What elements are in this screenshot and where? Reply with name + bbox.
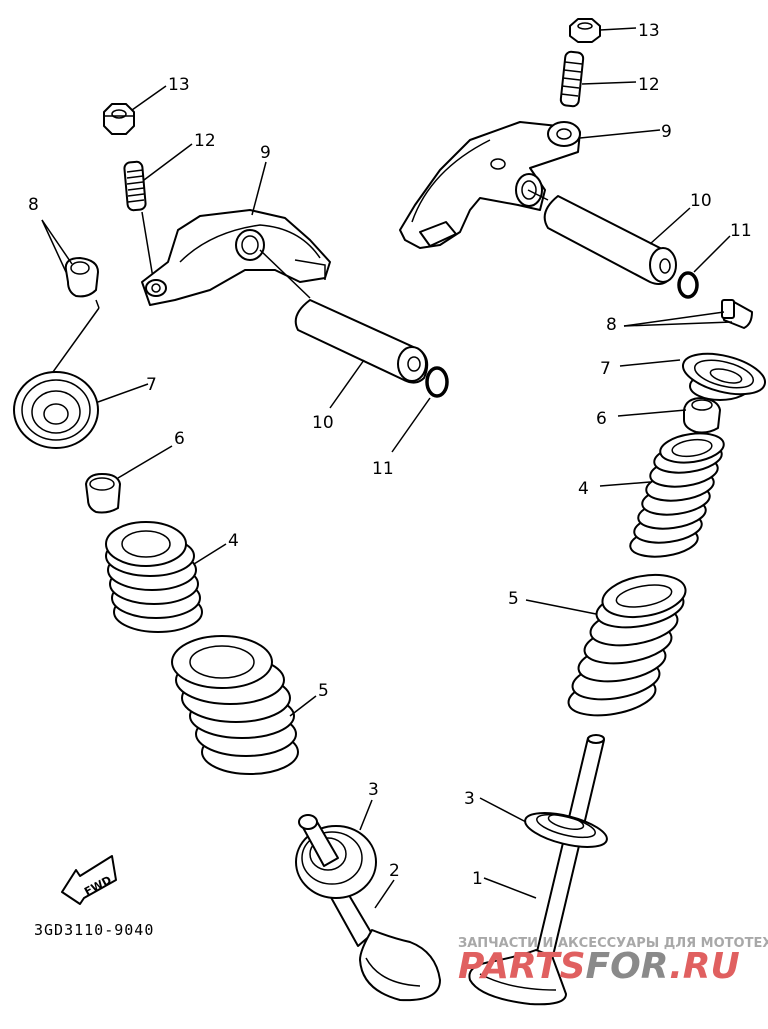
- callout-13-left: 13: [168, 75, 190, 95]
- callout-2-left: 2: [389, 861, 400, 881]
- watermark-brand-ru: .RU: [669, 946, 740, 987]
- callout-7-right: 7: [600, 359, 611, 379]
- callout-5-right: 5: [508, 589, 519, 609]
- retainer-7-left[interactable]: [13, 371, 99, 449]
- leader-6-right: [617, 409, 687, 417]
- leader-4-left: [193, 543, 227, 565]
- callout-7-left: 7: [146, 375, 157, 395]
- valve-1-right[interactable]: [468, 734, 605, 1006]
- inner-spring-4-left[interactable]: [105, 521, 203, 633]
- stud-12-right[interactable]: [559, 50, 585, 108]
- leader-5-right: [525, 599, 597, 615]
- callout-10-right: 10: [690, 191, 712, 211]
- leader-3-right: [479, 797, 527, 823]
- callout-9-left: 9: [260, 143, 271, 163]
- callout-3-left: 3: [368, 780, 379, 800]
- stud-12-left[interactable]: [123, 160, 147, 212]
- nut-13-right[interactable]: [569, 18, 601, 43]
- watermark: ЗАПЧАСТИ И АКСЕССУАРЫ ДЛЯ МОТОТЕХНИКИ PA…: [458, 936, 768, 987]
- leader-9-right: [579, 129, 661, 139]
- leader-11-left: [391, 397, 431, 453]
- watermark-brand: PARTSFOR.RU: [458, 946, 740, 987]
- callout-8-left: 8: [28, 195, 39, 215]
- callout-12-left: 12: [194, 131, 216, 151]
- leader-11-right: [693, 235, 731, 273]
- leader-2-left: [374, 879, 395, 909]
- callout-8-right: 8: [606, 315, 617, 335]
- rocker-arm-9-left[interactable]: [141, 209, 331, 306]
- cotter-8-left[interactable]: [64, 257, 99, 298]
- callout-1-right: 1: [472, 869, 483, 889]
- leader-7-left: [97, 383, 149, 403]
- rocker-arm-9-right[interactable]: [399, 121, 581, 249]
- outer-spring-5-right[interactable]: [566, 569, 689, 721]
- callout-11-left: 11: [372, 459, 394, 479]
- callout-6-right: 6: [596, 409, 607, 429]
- watermark-brand-for: FOR: [586, 946, 670, 987]
- leader-10-right: [649, 207, 691, 245]
- callout-10-left: 10: [312, 413, 334, 433]
- callout-4-left: 4: [228, 531, 239, 551]
- oring-11-right[interactable]: [677, 271, 699, 299]
- leader-12-left: [143, 143, 193, 181]
- inner-spring-4-right[interactable]: [628, 430, 725, 561]
- oring-11-left[interactable]: [425, 366, 449, 398]
- leader-3-left: [359, 799, 373, 831]
- stem-seal-6-right[interactable]: [683, 397, 721, 434]
- watermark-brand-parts: PARTS: [458, 946, 586, 987]
- leader-10-left: [329, 359, 365, 409]
- nut-13-left[interactable]: [103, 103, 135, 135]
- stem-seal-6-left[interactable]: [85, 473, 121, 514]
- leader-13-right: [599, 27, 637, 31]
- callout-3-right: 3: [464, 789, 475, 809]
- leader-6-left: [117, 445, 173, 479]
- shaft-10-left[interactable]: [294, 299, 429, 384]
- leader-9-left: [251, 161, 267, 216]
- leader-4-right: [599, 481, 651, 487]
- callout-12-right: 12: [638, 75, 660, 95]
- leader-12-right: [581, 81, 637, 85]
- callout-11-right: 11: [730, 221, 752, 241]
- spring-seat-3-left[interactable]: [295, 814, 377, 899]
- watermark-tagline: ЗАПЧАСТИ И АКСЕССУАРЫ ДЛЯ МОТОТЕХНИКИ: [458, 936, 768, 951]
- callout-13-right: 13: [638, 21, 660, 41]
- leader-13-left: [131, 85, 167, 111]
- cotter-8-right[interactable]: [721, 299, 753, 329]
- leader-7-right: [619, 359, 681, 367]
- diagram-code: 3GD3110-9040: [34, 921, 154, 939]
- callout-6-left: 6: [174, 429, 185, 449]
- leader-1-right: [483, 877, 537, 899]
- callout-5-left: 5: [318, 681, 329, 701]
- callout-4-right: 4: [578, 479, 589, 499]
- shaft-10-right[interactable]: [543, 195, 677, 285]
- fwd-arrow-icon: FWD: [61, 855, 117, 905]
- leader-5-left: [289, 695, 317, 717]
- retainer-7-right[interactable]: [679, 346, 768, 401]
- spring-seat-3-right[interactable]: [522, 806, 610, 853]
- callout-9-right: 9: [661, 122, 672, 142]
- outer-spring-5-left[interactable]: [171, 635, 299, 775]
